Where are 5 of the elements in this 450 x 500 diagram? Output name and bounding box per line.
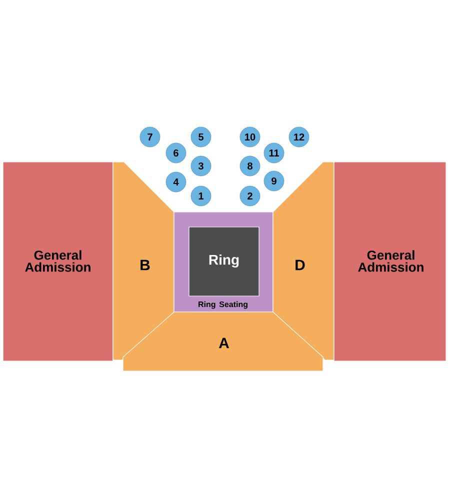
- seating-section: A: [122, 312, 324, 372]
- general-admission-section: General Admission: [2, 162, 114, 362]
- general-admission-section: General Admission: [334, 162, 446, 362]
- boxing-ring: Ring: [188, 226, 260, 296]
- seating-section: B: [112, 162, 174, 360]
